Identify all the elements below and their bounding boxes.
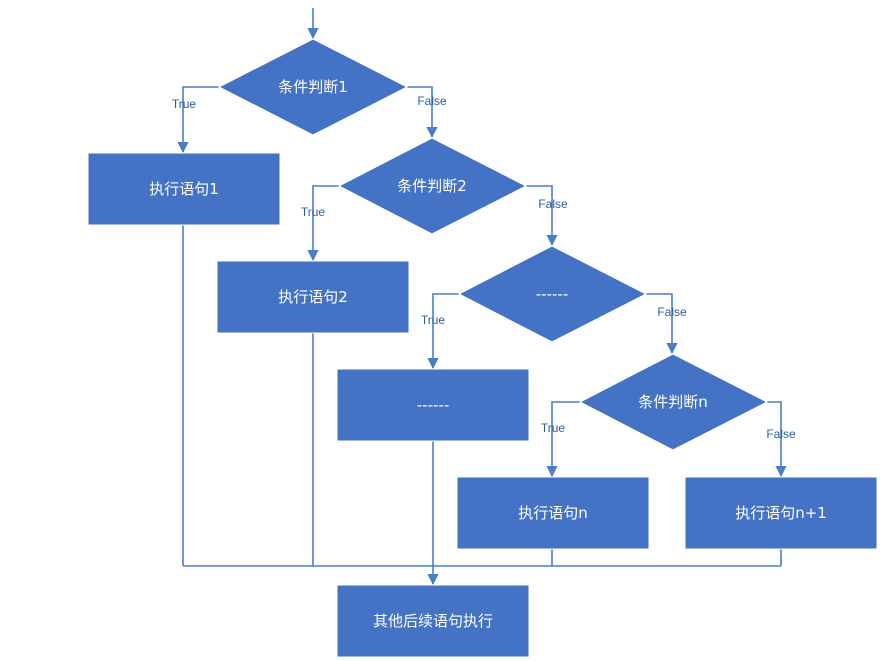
- decision-2-label: 条件判断2: [397, 177, 467, 195]
- statement-n-plus-1-label: 执行语句n+1: [735, 504, 827, 522]
- decision-3-label: ------: [536, 285, 568, 303]
- edge-d1-false: [407, 86, 438, 139]
- edge-dn-false: [767, 401, 787, 478]
- edge-d3-false: [646, 293, 678, 355]
- decision-n: 条件判断n: [578, 353, 769, 451]
- statement-end: 其他后续语句执行: [336, 584, 530, 658]
- decision-n-label: 条件判断n: [638, 393, 708, 411]
- label-d1-false: False: [417, 94, 447, 108]
- decision-3: ------: [457, 245, 648, 343]
- statement-n-label: 执行语句n: [518, 504, 588, 522]
- statement-2: 执行语句2: [216, 260, 410, 334]
- label-dn-false: False: [766, 427, 796, 441]
- label-d3-false: False: [657, 305, 687, 319]
- statement-3-label: ------: [417, 396, 449, 414]
- label-d1-true: True: [172, 97, 197, 111]
- edge-d2-true: [307, 185, 339, 262]
- statement-n: 执行语句n: [456, 476, 650, 550]
- edge-d3-true: [427, 293, 459, 370]
- statement-1-label: 执行语句1: [149, 180, 219, 198]
- edge-dn-true: [546, 401, 580, 478]
- label-d2-true: True: [301, 205, 326, 219]
- edge-d1-true: [177, 86, 219, 154]
- statement-2-label: 执行语句2: [278, 288, 348, 306]
- statement-end-label: 其他后续语句执行: [373, 612, 493, 630]
- edges: [177, 8, 787, 586]
- edge-labels: True False True False True False True Fa…: [172, 94, 796, 441]
- statement-1: 执行语句1: [87, 152, 281, 226]
- decisions: 条件判断1 条件判断2 ------ 条件判断n: [217, 38, 769, 451]
- decision-1: 条件判断1: [217, 38, 409, 136]
- statements: 执行语句1 执行语句2 ------ 执行语句n 执行语句n+1 其他后续语句执…: [87, 152, 878, 658]
- statement-3: ------: [336, 368, 530, 442]
- edge-d2-false: [526, 185, 558, 247]
- label-d3-true: True: [421, 313, 446, 327]
- label-d2-false: False: [538, 197, 568, 211]
- decision-1-label: 条件判断1: [278, 78, 348, 96]
- decision-2: 条件判断2: [337, 137, 528, 235]
- label-dn-true: True: [541, 421, 566, 435]
- statement-n-plus-1: 执行语句n+1: [684, 476, 878, 550]
